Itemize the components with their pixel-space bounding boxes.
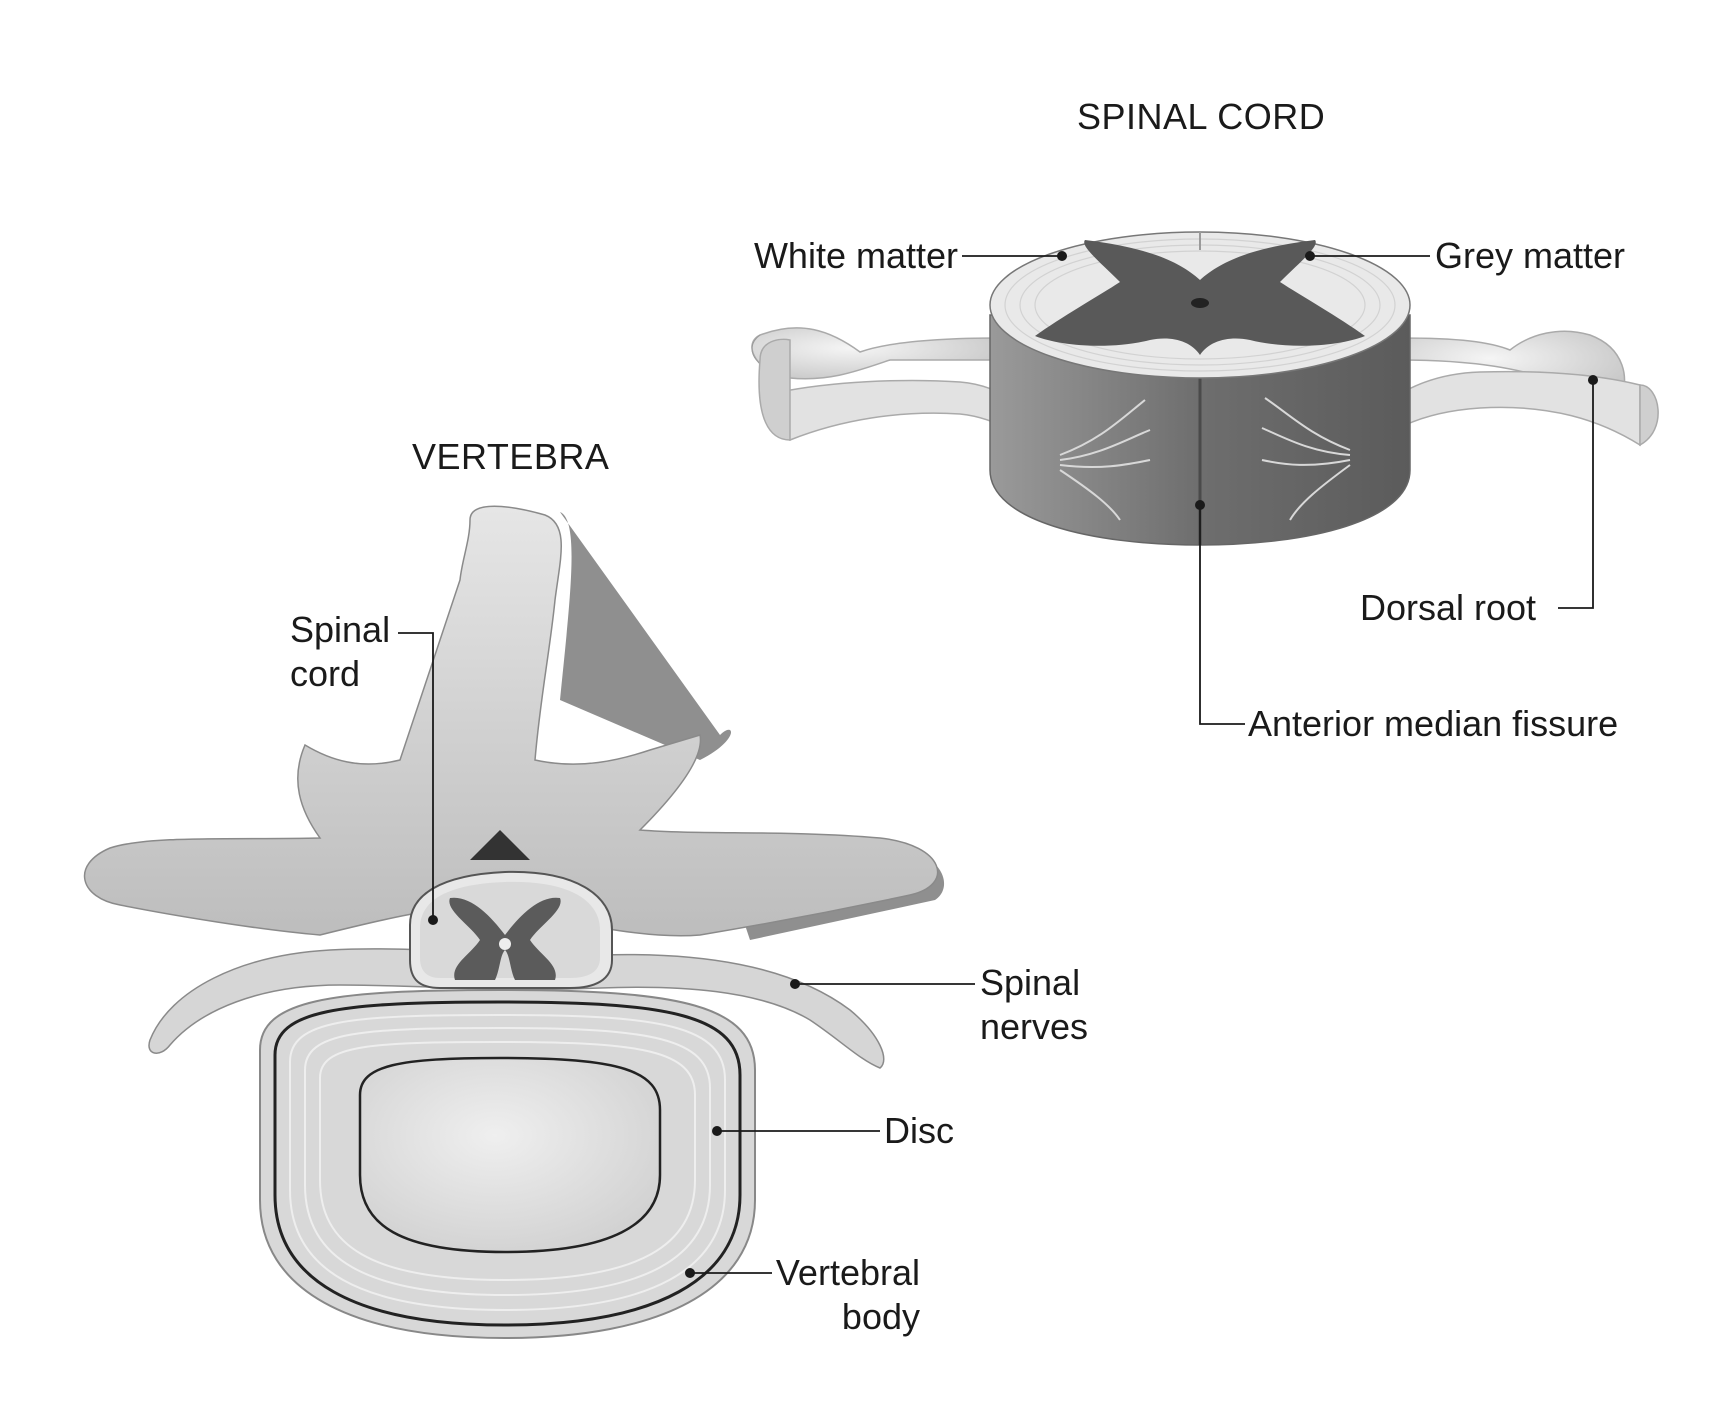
label-vertebra-spinal-cord: Spinal cord bbox=[290, 608, 390, 696]
vertebra-title: VERTEBRA bbox=[412, 436, 610, 477]
label-white-matter: White matter bbox=[753, 235, 958, 276]
disc-rings bbox=[289, 1013, 726, 1312]
label-line: Spinal bbox=[980, 962, 1081, 1003]
grey-matter-shape bbox=[1035, 240, 1365, 355]
label-grey-matter: Grey matter bbox=[1435, 235, 1626, 276]
label-spinal-nerves: Spinal nerves bbox=[980, 961, 1088, 1049]
label-vertebral-body: Vertebral body bbox=[760, 1251, 920, 1339]
label-line: nerves bbox=[980, 1006, 1089, 1047]
label-line: Spinal bbox=[290, 609, 391, 650]
vertebra-illustration bbox=[83, 505, 945, 1340]
label-line: body bbox=[841, 1296, 920, 1337]
leader-lines bbox=[398, 255, 1594, 1274]
leader-dots bbox=[428, 251, 1598, 1278]
label-line: cord bbox=[290, 653, 361, 694]
disc-nucleus bbox=[358, 1056, 662, 1254]
label-line: Vertebral bbox=[775, 1252, 920, 1293]
vertebral-arch bbox=[83, 505, 939, 937]
root-fibers bbox=[1059, 397, 1351, 521]
label-anterior-median-fissure: Anterior median fissure bbox=[1248, 703, 1619, 744]
spinal-cord-illustration bbox=[751, 231, 1659, 546]
label-dorsal-root: Dorsal root bbox=[1360, 587, 1537, 628]
label-disc: Disc bbox=[884, 1110, 954, 1151]
spinal-cord-title: SPINAL CORD bbox=[1077, 96, 1326, 137]
